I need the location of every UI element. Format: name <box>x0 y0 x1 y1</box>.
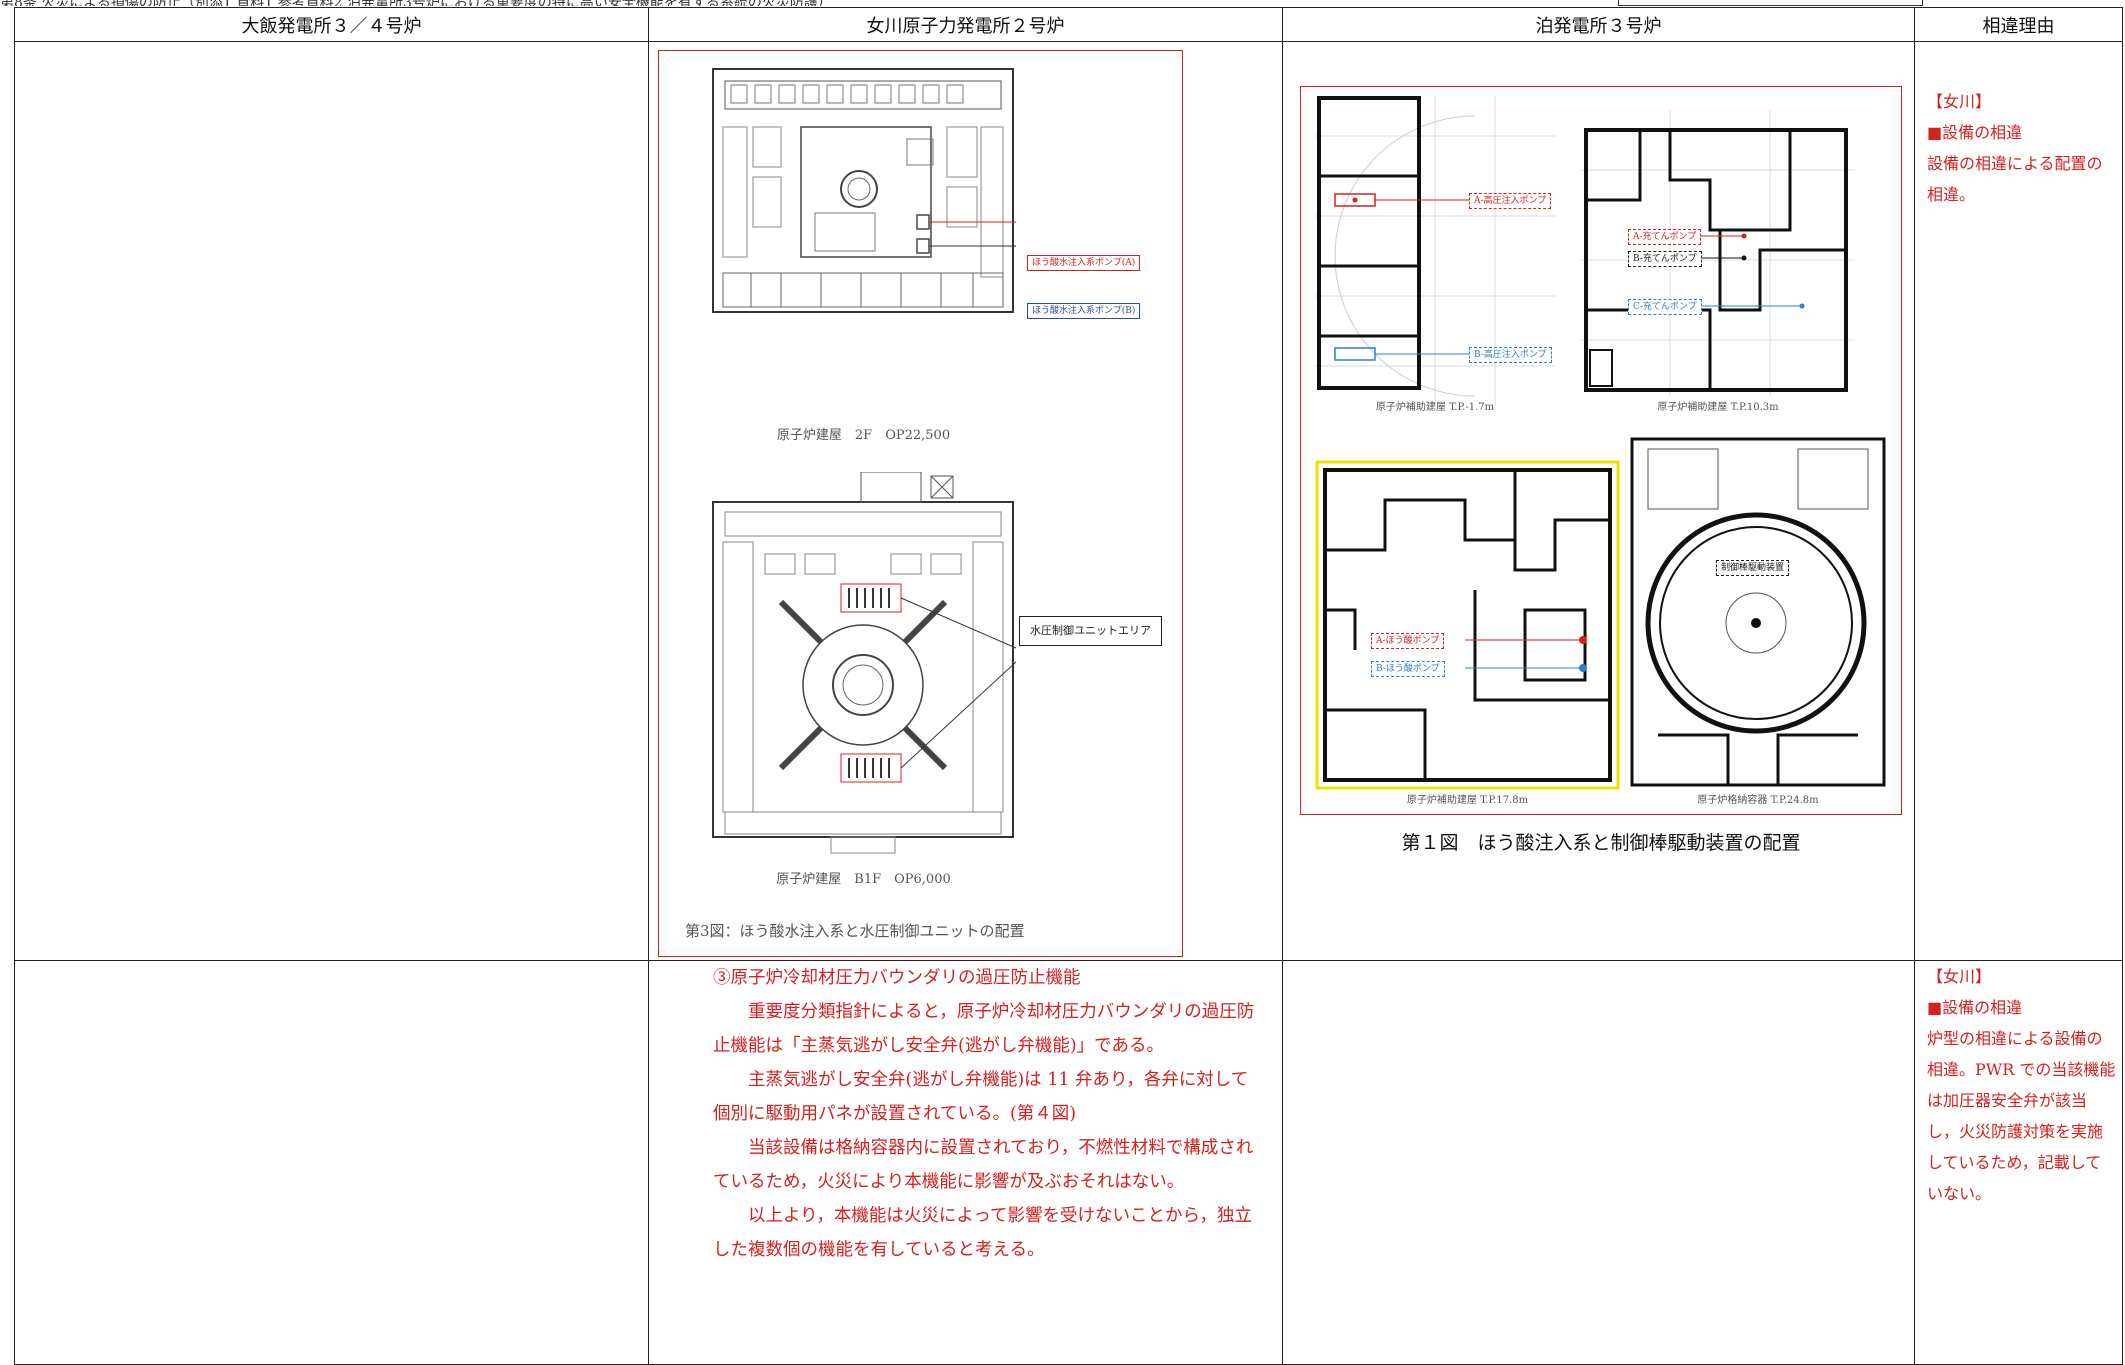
reason-cell-upper: 【女川】 ■設備の相違 設備の相違による配置の相違。 <box>1914 41 2123 961</box>
label-b-boric-acid-pump: B-ほう酸ポンプ <box>1371 661 1445 677</box>
label-a-charging-pump: A-充てんポンプ <box>1628 229 1702 245</box>
caption-aux-17-8: 原子炉補助建屋 T.P.17.8m <box>1406 795 1529 806</box>
label-b-charging-pump: B-充てんポンプ <box>1628 251 1702 267</box>
tomari-figure-title: 第１図 ほう酸注入系と制御棒駆動装置の配置 <box>1401 832 1801 854</box>
caption-aux-10-3: 原子炉補助建屋 T.P.10.3m <box>1657 402 1779 413</box>
label-a-high-pressure-injection-pump: A-高圧注入ポンプ <box>1469 193 1552 209</box>
aux-building-17-8-plan <box>1315 460 1620 790</box>
reason-cell-lower: 【女川】 ■設備の相違 炉型の相違による設備の相違。PWR での当該機能は加圧器… <box>1914 960 2123 1365</box>
column-header-reason: 相違理由 <box>1914 7 2123 42</box>
paragraph-1: 重要度分類指針によると，原子炉冷却材圧力バウンダリの過圧防止機能は「主蒸気逃がし… <box>713 1002 1255 1056</box>
paragraph-3: 当該設備は格納容器内に設置されており，不燃性材料で構成されているため，火災により… <box>713 1138 1254 1192</box>
column-header-ohi: 大飯発電所３／４号炉 <box>14 7 649 42</box>
label-control-rod-drive: 制御棒駆動装置 <box>1716 560 1790 576</box>
column-header-tomari: 泊発電所３号炉 <box>1282 7 1915 42</box>
paragraph-4: 以上より，本機能は火災によって影響を受けないことから，独立した複数個の機能を有し… <box>713 1206 1252 1260</box>
caption-2f: 原子炉建屋 2F OP22,500 <box>776 428 951 443</box>
caption-containment-24-8: 原子炉格納容器 T.P.24.8m <box>1697 795 1819 806</box>
reason-block-2: 【女川】 ■設備の相違 炉型の相違による設備の相違。PWR での当該機能は加圧器… <box>1927 961 2117 1209</box>
reason-block-1: 【女川】 ■設備の相違 設備の相違による配置の相違。 <box>1927 86 2117 210</box>
caption-aux-m1-7: 原子炉補助建屋 T.P.-1.7m <box>1375 402 1495 413</box>
reactor-building-2f-plan <box>712 68 1016 313</box>
column-header-onagawa: 女川原子力発電所２号炉 <box>648 7 1283 42</box>
label-b-high-pressure-injection-pump: B-高圧注入ポンプ <box>1469 347 1552 363</box>
section-heading: ③原子炉冷却材圧力バウンダリの過圧防止機能 <box>713 968 1081 988</box>
onagawa-figure-title: 第3図：ほう酸水注入系と水圧制御ユニットの配置 <box>685 922 1025 940</box>
comparison-table: 大飯発電所３／４号炉 女川原子力発電所２号炉 泊発電所３号炉 相違理由 <box>14 7 2123 1365</box>
aux-building-10-3-plan <box>1580 110 1855 395</box>
onagawa-figure-frame <box>658 50 1183 957</box>
reason-2-tag: 【女川】 <box>1927 967 1992 986</box>
caption-b1f: 原子炉建屋 B1F OP6,000 <box>776 872 951 887</box>
reason-2-category: ■設備の相違 <box>1927 998 2023 1017</box>
label-a-boric-acid-pump: A-ほう酸ポンプ <box>1371 633 1445 649</box>
header-box <box>1618 0 1923 6</box>
onagawa-cell-upper: ほう酸水注入系ポンプ(A) ほう酸水注入系ポンプ(B) 原子炉建屋 2F OP2… <box>648 41 1283 961</box>
reactor-building-b1f-plan <box>712 472 1016 854</box>
label-boric-pump-a: ほう酸水注入系ポンプ(A) <box>1027 255 1141 271</box>
tomari-figure-frame <box>1300 86 1902 815</box>
ohi-cell-lower <box>14 960 649 1365</box>
ohi-cell-upper <box>14 41 649 961</box>
label-boric-pump-b: ほう酸水注入系ポンプ(B) <box>1027 303 1141 319</box>
containment-24-8-plan <box>1630 437 1886 787</box>
reason-1-text: 設備の相違による配置の相違。 <box>1927 154 2103 204</box>
paragraph-2: 主蒸気逃がし安全弁(逃がし弁機能)は 11 弁あり，各弁に対して個別に駆動用パネ… <box>713 1070 1249 1124</box>
onagawa-section-text: ③原子炉冷却材圧力バウンダリの過圧防止機能 重要度分類指針によると，原子炉冷却材… <box>713 961 1258 1267</box>
label-hcu-area: 水圧制御ユニットエリア <box>1019 616 1162 646</box>
label-c-charging-pump: C-充てんポンプ <box>1628 299 1702 315</box>
tomari-cell-lower <box>1282 960 1915 1365</box>
reason-1-tag: 【女川】 <box>1927 92 1992 111</box>
onagawa-cell-lower: ③原子炉冷却材圧力バウンダリの過圧防止機能 重要度分類指針によると，原子炉冷却材… <box>648 960 1283 1365</box>
reason-2-text: 炉型の相違による設備の相違。PWR での当該機能は加圧器安全弁が該当し，火災防護… <box>1927 1029 2116 1203</box>
tomari-cell-upper: A-高圧注入ポンプ B-高圧注入ポンプ 原子炉補助建屋 T.P.-1.7m <box>1282 41 1915 961</box>
header-line: 第8条 火災による損傷の防止（別添1 資料1 参考資料2 泊発電所3号炉における… <box>0 0 1290 6</box>
reason-1-category: ■設備の相違 <box>1927 123 2023 142</box>
